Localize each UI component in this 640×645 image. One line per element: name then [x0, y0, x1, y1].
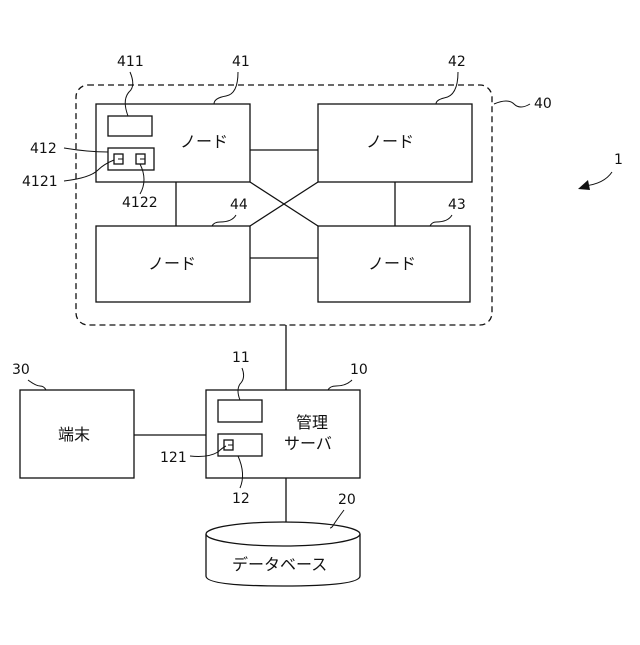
- node-43-label: ノード: [368, 254, 416, 273]
- component-11: [218, 400, 262, 422]
- node-41-label: ノード: [180, 132, 228, 151]
- figure-ref: 1: [614, 152, 623, 168]
- ref-4122: 4122: [122, 195, 158, 211]
- node-42-label: ノード: [366, 132, 414, 151]
- server-ref: 10: [350, 362, 368, 378]
- ref-411: 411: [117, 54, 144, 70]
- management-server-label-line2: サーバ: [284, 434, 332, 453]
- ref-12: 12: [232, 491, 250, 507]
- management-server-label-line1: 管理: [296, 413, 328, 432]
- database-ref: 20: [338, 492, 356, 508]
- node-41-ref: 41: [232, 54, 250, 70]
- terminal-ref: 30: [12, 362, 30, 378]
- terminal-ref-leader: [28, 380, 46, 390]
- cluster-ref-leader: [494, 101, 530, 107]
- node-41-ref-leader: [214, 72, 238, 104]
- cluster-ref: 40: [534, 96, 552, 112]
- figure-ref-arrowhead: [578, 180, 590, 190]
- component-411: [108, 116, 152, 136]
- terminal-label: 端末: [58, 425, 90, 444]
- ref-412: 412: [30, 141, 57, 157]
- node-42-ref-leader: [436, 72, 458, 104]
- database-label: データベース: [232, 555, 327, 574]
- ref-121: 121: [160, 450, 187, 466]
- node-44-ref-leader: [212, 215, 236, 226]
- node-43-ref-leader: [430, 215, 452, 226]
- database-top: [206, 522, 360, 546]
- ref-11: 11: [232, 350, 250, 366]
- node-44-ref: 44: [230, 197, 248, 213]
- node-43-ref: 43: [448, 197, 466, 213]
- node-44-label: ノード: [148, 254, 196, 273]
- server-ref-leader: [328, 380, 352, 390]
- ref-4121: 4121: [22, 174, 58, 190]
- node-42-ref: 42: [448, 54, 466, 70]
